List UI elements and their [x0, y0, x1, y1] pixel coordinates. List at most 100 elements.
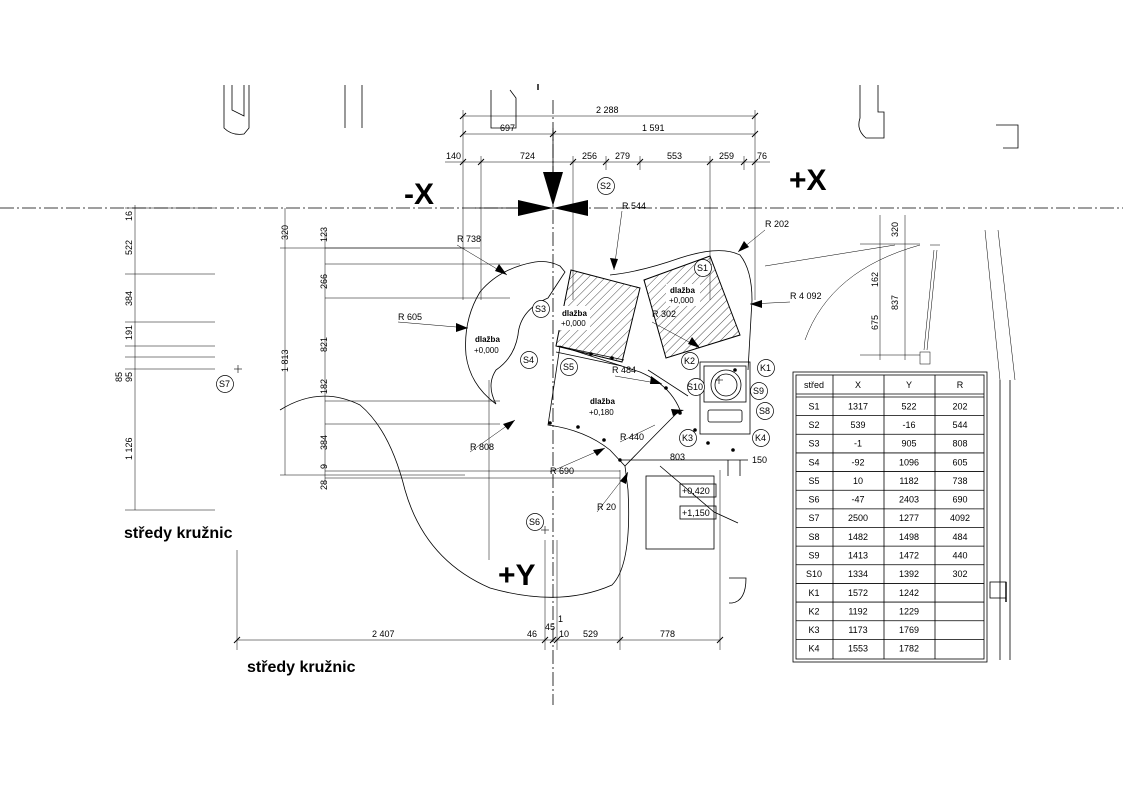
svg-text:K2: K2 [684, 356, 695, 366]
dim-inner-0: 123 [319, 227, 329, 242]
table-cell: 1229 [899, 606, 919, 616]
radius-302: R 302 [652, 309, 676, 319]
table-header-cell: X [855, 380, 861, 390]
top-dimensions [445, 110, 770, 300]
table-cell: 1242 [899, 588, 919, 598]
table-cell: -1 [854, 439, 862, 449]
right-dimensions [860, 215, 920, 360]
table-cell: 905 [901, 439, 916, 449]
table-cell: 202 [952, 401, 967, 411]
dim-bottom-6: 778 [660, 629, 675, 639]
dim-mid-1: 1 813 [280, 349, 290, 372]
hatched-pad-right [643, 255, 741, 359]
table-cell: 302 [952, 569, 967, 579]
marker-K4: K4 [752, 429, 770, 447]
table-cell: S2 [808, 420, 819, 430]
dim-top-row-1: 724 [520, 151, 535, 161]
level-420: +0,420 [682, 486, 710, 496]
marker-K2: K2 [681, 352, 699, 370]
svg-text:S6: S6 [529, 517, 540, 527]
pav-d-level: +0,180 [589, 408, 614, 417]
svg-text:K4: K4 [755, 433, 766, 443]
svg-text:S8: S8 [759, 406, 770, 416]
table-cell: 2500 [848, 513, 868, 523]
table-cell: S5 [808, 476, 819, 486]
radius-4092: R 4 092 [790, 291, 822, 301]
table-cell: 539 [850, 420, 865, 430]
radius-20: R 20 [597, 502, 616, 512]
context-objects [223, 84, 1019, 660]
dim-inner-2: 821 [319, 337, 329, 352]
dim-mid-0: 320 [280, 225, 290, 240]
left-dimensions [125, 205, 620, 511]
dim-top-row-4: 553 [667, 151, 682, 161]
radius-202: R 202 [765, 219, 789, 229]
pav-a-label: dlažba [475, 335, 500, 344]
table-cell: K1 [808, 588, 819, 598]
table-cell: 1277 [899, 513, 919, 523]
pav-a-level: +0,000 [474, 346, 499, 355]
table-cell: 1182 [899, 476, 918, 486]
table-cell: 10 [853, 476, 863, 486]
bottom-heading: středy kružnic [247, 659, 356, 676]
table-cell: S8 [808, 532, 819, 542]
stair-blocks [622, 459, 748, 550]
pav-b-level: +0,000 [561, 319, 586, 328]
level-1150: +1,150 [682, 508, 710, 518]
dim-right-1: 162 [870, 272, 880, 287]
marker-S2: S2 [597, 177, 615, 195]
left-heading: středy kružnic [124, 525, 233, 542]
table-cell: 440 [952, 550, 967, 560]
table-cell: 1769 [899, 625, 919, 635]
dim-inner-3: 182 [319, 379, 329, 394]
table-cell: 1572 [848, 588, 868, 598]
pos-y-label: +Y [498, 559, 536, 592]
dim-bottom-5: 529 [583, 629, 598, 639]
table-cell: -47 [851, 495, 864, 505]
table-cell: S1 [808, 401, 819, 411]
dim-bottom-2: 45 [545, 622, 555, 632]
table-cell: 4092 [950, 513, 970, 523]
dim-top-row-5: 259 [719, 151, 734, 161]
level-box-420 [679, 483, 717, 498]
svg-text:S7: S7 [219, 379, 230, 389]
svg-text:S5: S5 [563, 362, 574, 372]
level-box-1150 [679, 505, 717, 520]
pav-c-label: dlažba [670, 286, 695, 295]
table-cell: 1782 [899, 644, 919, 654]
dim-right-2: 837 [890, 295, 900, 310]
marker-S5: S5 [560, 358, 578, 376]
table-cell: K4 [808, 644, 819, 654]
table-cell: K3 [808, 625, 819, 635]
table-cell: S9 [808, 550, 819, 560]
table-cell: 484 [952, 532, 967, 542]
dim-right-3: 675 [870, 315, 880, 330]
table-cell: S6 [808, 495, 819, 505]
dim-bottom-1: 46 [527, 629, 537, 639]
dim-inner-5: 9 [319, 464, 329, 469]
marker-S4: S4 [520, 351, 538, 369]
marker-K3: K3 [679, 429, 697, 447]
dim-left-2: 384 [124, 291, 134, 306]
dim-top-b: 1 591 [642, 123, 665, 133]
table-cell: 1173 [848, 625, 867, 635]
equipment-box [699, 361, 751, 435]
svg-text:S10: S10 [687, 382, 703, 392]
pavement-outlines [279, 250, 753, 598]
table-header-cell: Y [906, 380, 912, 390]
dim-top-total: 2 288 [596, 105, 619, 115]
dim-left-3: 191 [124, 325, 134, 340]
svg-text:S9: S9 [753, 386, 764, 396]
table-cell: 1413 [848, 550, 868, 560]
table-cell: 1317 [848, 401, 868, 411]
table-cell: 1472 [899, 550, 919, 560]
marker-S9: S9 [750, 382, 768, 400]
radius-484: R 484 [612, 365, 636, 375]
table-cell: S4 [808, 457, 819, 467]
table-cell: S7 [808, 513, 819, 523]
table-cell: 522 [901, 401, 916, 411]
table-cell: 808 [952, 439, 967, 449]
svg-text:S3: S3 [535, 304, 546, 314]
dim-top-row-3: 279 [615, 151, 630, 161]
